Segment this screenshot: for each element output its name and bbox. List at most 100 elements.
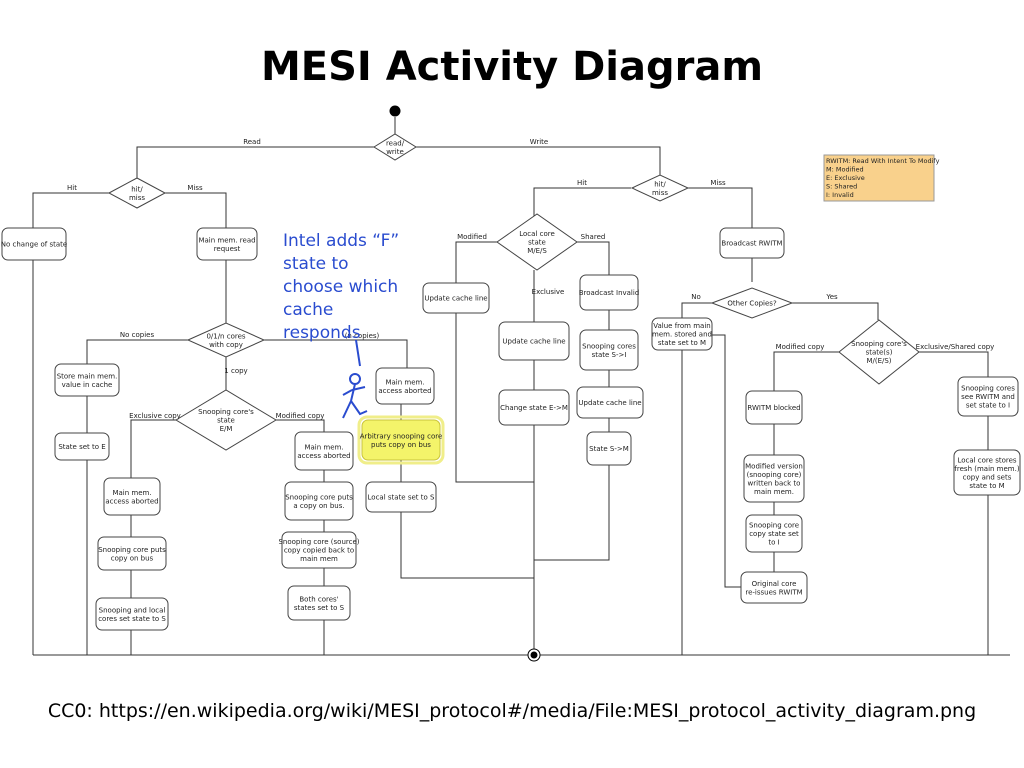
node-snoop-puts-m-text: Snooping core puts [285, 493, 353, 501]
node-value-main-text: Value from main [653, 322, 710, 330]
node-upd-excl [498, 321, 570, 361]
edge-label-yes: Yes [825, 293, 838, 301]
legend-entry: S: Shared [826, 183, 857, 191]
node-local-s [365, 481, 437, 513]
node-orig-reissue-text: Original core [752, 580, 797, 588]
decision-hit-l-text: hit/ [131, 185, 143, 193]
node-snoop-puts-text: copy on bus [111, 554, 154, 562]
node-snoop-rwitm [957, 376, 1019, 417]
node-mm-abort-n-text: access aborted [378, 387, 431, 395]
node-mod-version-text: Modified version [745, 462, 803, 470]
node-snoop-si [579, 329, 639, 371]
node-local-fresh-text: Local core stores [957, 456, 1016, 464]
legend-entry: M: Modified [826, 166, 864, 174]
flow-arrow [264, 339, 408, 368]
node-local-fresh-text: copy and sets [963, 473, 1012, 481]
node-mod-version [743, 454, 805, 503]
node-upd-mod-text: Update cache line [424, 295, 487, 303]
flow-arrow [130, 419, 176, 478]
node-snoop-local-s-text: cores set state to S [98, 615, 166, 623]
node-rwitm-blocked [745, 390, 803, 425]
edge-label-ncopies: (n copies) [345, 332, 380, 340]
edge-label-hit-r: Hit [577, 179, 587, 187]
flow-arrow [276, 419, 325, 432]
node-orig-reissue [740, 571, 808, 604]
stick-figure-icon [342, 339, 368, 419]
decision-other-copies-text: Other Copies? [727, 300, 777, 308]
node-mm-abort-m-text: access aborted [297, 452, 350, 460]
node-bcast-inv [579, 274, 639, 311]
node-mm-abort-n-text: Main mem. [385, 378, 424, 386]
node-arbitrary-text: puts copy on bus [371, 441, 431, 449]
node-snoop-set-i-text: Snooping core [749, 522, 799, 530]
node-state-sm-text: State S->M [589, 445, 629, 453]
decision-rw [373, 133, 417, 161]
decision-hit-r-text: miss [652, 189, 668, 197]
annotation-line: state to [283, 254, 349, 274]
node-change-em-text: Change state E->M [500, 404, 568, 412]
edge-label-write: Write [530, 138, 548, 146]
node-mm-abort-e-text: access aborted [105, 497, 158, 505]
annotation-line: choose which [283, 277, 398, 297]
node-snoop-si-text: state S->I [592, 351, 627, 359]
node-snoop-rwitm-text: see RWITM and [961, 393, 1015, 401]
node-mod-version-text: (snooping core) [747, 471, 802, 479]
edge-label-modcopy: Modified copy [276, 412, 325, 420]
edge-label-modcopy2: Modified copy [776, 343, 825, 351]
decision-local-state-text: state [528, 239, 546, 247]
edge-label-modified: Modified [457, 233, 487, 241]
node-local-fresh-text: fresh (main mem.) [954, 465, 1019, 473]
flow-arrow [455, 313, 534, 483]
node-snoop-source [281, 531, 357, 569]
decision-local-state-text: Local core [519, 230, 555, 238]
node-arbitrary-text: Arbitrary snooping core [360, 432, 443, 440]
node-snoop-si-text: Snooping cores [582, 342, 636, 350]
decision-hit-l [107, 177, 167, 209]
node-state-sm [586, 431, 632, 466]
node-upd-shared-text: Update cache line [578, 399, 641, 407]
node-rwitm-blocked-text: RWITM blocked [747, 404, 800, 412]
decision-snoop-states-text: Snooping core's [851, 340, 907, 348]
node-set-e-text: State set to E [58, 443, 105, 451]
node-mod-version-text: main mem. [754, 488, 794, 496]
node-both-s [287, 585, 351, 621]
node-local-fresh [953, 449, 1021, 496]
flow-arrow [400, 512, 534, 579]
flow-arrow [918, 351, 989, 377]
edge-label-onecopy: 1 copy [224, 367, 247, 375]
node-both-s-text: Both cores' [299, 595, 338, 603]
flow-arrow [136, 146, 375, 178]
decision-cores01n [186, 322, 266, 358]
flow-arrow [455, 241, 498, 283]
node-bcast-rwitm-text: Broadcast RWITM [721, 240, 782, 248]
node-snoop-rwitm-text: set state to I [966, 402, 1010, 410]
node-snoop-set-i-text: copy state set [749, 530, 799, 538]
decision-hit-l-text: miss [129, 194, 145, 202]
legend-entry: E: Exclusive [826, 174, 865, 182]
node-mm-abort-e-text: Main mem. [112, 489, 151, 497]
flow-arrow [712, 334, 741, 588]
node-mm-abort-n [375, 367, 435, 405]
decision-rw-text: write [386, 148, 404, 156]
edge-label-miss-l: Miss [187, 184, 203, 192]
flow-arrow [688, 187, 753, 228]
node-upd-shared [576, 386, 644, 419]
decision-rw-text: read/ [386, 139, 405, 147]
node-store-text: value in cache [62, 381, 113, 389]
node-store [54, 363, 120, 397]
highlight-glow [357, 415, 445, 465]
node-mm-abort-m [294, 431, 354, 471]
node-value-main-text: mem. stored and [652, 331, 712, 339]
edge-label-exclshared: Exclusive/Shared copy [916, 343, 995, 351]
edge-label-no: No [691, 293, 701, 301]
source-credit: CC0: https://en.wikipedia.org/wiki/MESI_… [47, 700, 977, 722]
edge-label-read: Read [243, 138, 261, 146]
slide-title: MESI Activity Diagram [260, 44, 764, 90]
decision-snoop-states-text: M/(E/S) [866, 357, 891, 365]
decision-snoop-state-text: state [217, 417, 235, 425]
flow-arrow [576, 241, 610, 275]
flow-arrow [773, 351, 840, 391]
node-snoop-local-s-text: Snooping and local [99, 606, 166, 614]
decision-snoop-state [175, 389, 277, 451]
